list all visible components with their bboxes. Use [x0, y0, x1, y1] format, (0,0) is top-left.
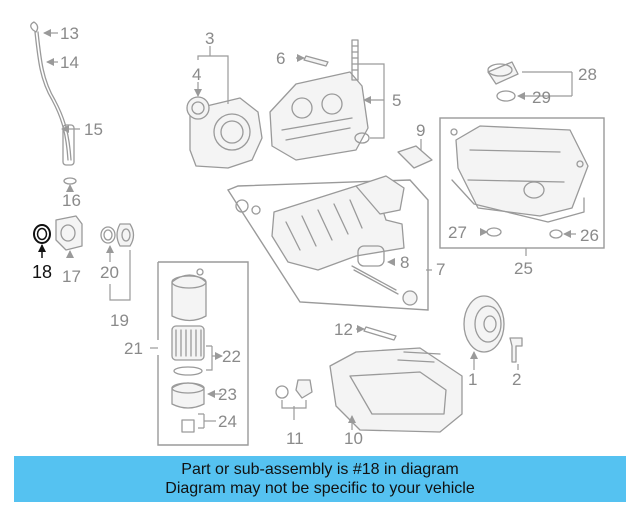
callout-labels: 1 2 3 4 5 6 7 8 9 10 11 12 13 14 15 16 1… — [32, 24, 599, 448]
callout-21: 21 — [124, 339, 143, 358]
callout-26: 26 — [580, 226, 599, 245]
parts-11 — [275, 379, 313, 420]
callout-2: 2 — [512, 370, 521, 389]
callout-15: 15 — [84, 120, 103, 139]
callout-29: 29 — [532, 88, 551, 107]
oil-filter-assembly — [150, 261, 249, 446]
callout-19: 19 — [110, 311, 129, 330]
info-banner: Part or sub-assembly is #18 in diagram D… — [14, 456, 626, 502]
callout-13: 13 — [60, 24, 79, 43]
intake-manifold — [226, 175, 432, 341]
callout-1: 1 — [468, 370, 477, 389]
callout-18: 18 — [32, 262, 52, 282]
callout-28: 28 — [578, 65, 597, 84]
dipstick-assembly — [30, 21, 80, 192]
callout-23: 23 — [218, 385, 237, 404]
oil-filler-cap — [487, 61, 573, 102]
callout-24: 24 — [218, 412, 237, 431]
callout-17: 17 — [62, 267, 81, 286]
callout-25: 25 — [514, 259, 533, 278]
callout-3: 3 — [205, 29, 214, 48]
oil-pan — [329, 347, 463, 433]
callout-7: 7 — [436, 260, 445, 279]
callout-10: 10 — [344, 429, 363, 448]
banner-line-2: Diagram may not be specific to your vehi… — [165, 480, 475, 497]
callout-9: 9 — [416, 121, 425, 140]
callout-22: 22 — [222, 347, 241, 366]
timing-cover — [186, 46, 263, 169]
cylinder-head — [269, 39, 385, 161]
crank-pulley — [463, 295, 523, 370]
part-17-housing — [55, 215, 83, 258]
callout-27: 27 — [448, 223, 467, 242]
callout-6: 6 — [276, 49, 285, 68]
part-9-plate — [397, 139, 433, 169]
callout-12: 12 — [334, 320, 353, 339]
part-18-seal[interactable] — [33, 224, 51, 258]
callout-11: 11 — [286, 429, 304, 448]
callout-16: 16 — [62, 191, 81, 210]
callout-5: 5 — [392, 91, 401, 110]
callout-4: 4 — [192, 65, 201, 84]
valve-cover-assembly — [439, 117, 605, 256]
callout-14: 14 — [60, 53, 79, 72]
callout-20: 20 — [100, 263, 119, 282]
callout-8: 8 — [400, 253, 409, 272]
parts-19-20-seals — [100, 223, 135, 301]
banner-line-1: Part or sub-assembly is #18 in diagram — [181, 461, 459, 478]
